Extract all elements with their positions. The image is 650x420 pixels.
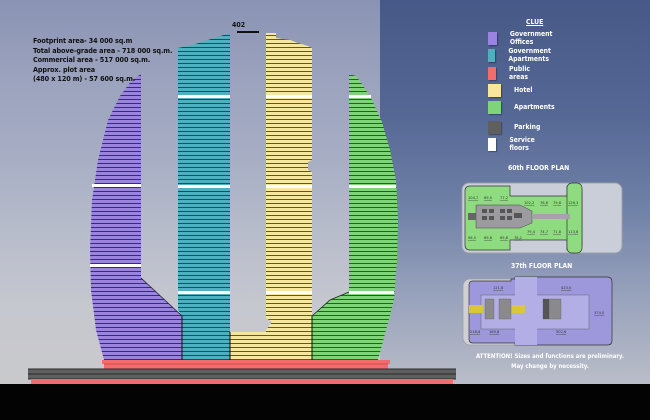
- svg-text:69,8: 69,8: [484, 236, 493, 240]
- plot-area-value: (480 x 120 m) - 57 600 sq.m.: [33, 74, 136, 84]
- svg-text:121,8: 121,8: [493, 286, 504, 290]
- svg-text:104,7: 104,7: [468, 196, 478, 200]
- tower-government-offices: [90, 74, 182, 360]
- svg-text:79,4: 79,4: [527, 230, 536, 234]
- floor-plan-37th: 121,8 423,0 374,0 218,8 169,8 502,6: [462, 276, 613, 346]
- tower-government-apartments: [178, 33, 230, 360]
- hotel-podium: [230, 332, 266, 360]
- svg-text:71,8: 71,8: [553, 230, 562, 234]
- swatch-hotel: [488, 83, 501, 97]
- svg-text:423,0: 423,0: [561, 286, 572, 290]
- svg-text:69,5: 69,5: [484, 196, 492, 200]
- floor-plan-37-title: 37th FLOOR PLAN: [511, 262, 573, 270]
- plot-area-label: Approx. plot area: [33, 64, 96, 74]
- svg-text:69,8: 69,8: [500, 236, 509, 240]
- legend-item-public-areas: Public areas: [488, 65, 535, 81]
- project-info: Footprint area- 34 000 sq.m Total above-…: [33, 36, 172, 84]
- swatch-apartments: [488, 100, 501, 114]
- dimension-line: [237, 31, 259, 33]
- legend-item-government-apartments: Government Apartments: [488, 47, 557, 63]
- bottom-black-band: [0, 384, 650, 420]
- svg-text:502,6: 502,6: [556, 330, 567, 334]
- svg-text:113,8: 113,8: [568, 230, 579, 234]
- swatch-government-offices: [488, 31, 497, 45]
- tower-apartments: [312, 74, 398, 360]
- floor-plan-60-title: 60th FLOOR PLAN: [508, 164, 570, 172]
- svg-text:76,6: 76,6: [540, 201, 549, 205]
- svg-text:169,8: 169,8: [489, 330, 500, 334]
- swatch-service-floors: [488, 137, 497, 151]
- svg-text:102,2: 102,2: [524, 201, 534, 205]
- svg-text:78,1: 78,1: [514, 236, 522, 240]
- tower-hotel: [266, 33, 312, 360]
- total-area: Total above-grade area - 718 000 sq.m.: [33, 45, 173, 55]
- svg-text:218,8: 218,8: [470, 330, 481, 334]
- legend-item-parking: Parking: [488, 120, 540, 134]
- legend-item-government-offices: Government Offices: [488, 30, 557, 46]
- building-elevation: 104,7 69,5 77,2 102,2 76,6 79,8 126,3 96…: [28, 33, 623, 384]
- commercial-area: Commercial area - 517 000 sq.m.: [33, 55, 151, 65]
- svg-text:77,2: 77,2: [500, 196, 508, 200]
- swatch-public-areas: [488, 66, 497, 80]
- svg-text:96,5: 96,5: [468, 236, 476, 240]
- legend-item-apartments: Apartments: [488, 100, 555, 114]
- legend-title: CLUE: [526, 18, 544, 26]
- svg-text:126,3: 126,3: [568, 201, 578, 205]
- public-area-base: [31, 379, 453, 384]
- footprint-area: Footprint area- 34 000 sq.m: [33, 36, 133, 45]
- swatch-government-apartments: [488, 48, 496, 62]
- floor-plan-60th: 104,7 69,5 77,2 102,2 76,6 79,8 126,3 96…: [461, 182, 623, 254]
- public-area-podium: [102, 360, 390, 364]
- legend-item-hotel: Hotel: [488, 83, 533, 97]
- svg-text:74,7: 74,7: [540, 230, 548, 234]
- swatch-parking: [488, 120, 501, 134]
- svg-text:374,0: 374,0: [594, 311, 605, 315]
- preliminary-notice: ATTENTION! Sizes and functions are preli…: [475, 353, 625, 370]
- height-dimension: 402: [232, 21, 246, 29]
- svg-text:79,8: 79,8: [553, 201, 562, 205]
- legend-item-service-floors: Service floors: [488, 136, 539, 152]
